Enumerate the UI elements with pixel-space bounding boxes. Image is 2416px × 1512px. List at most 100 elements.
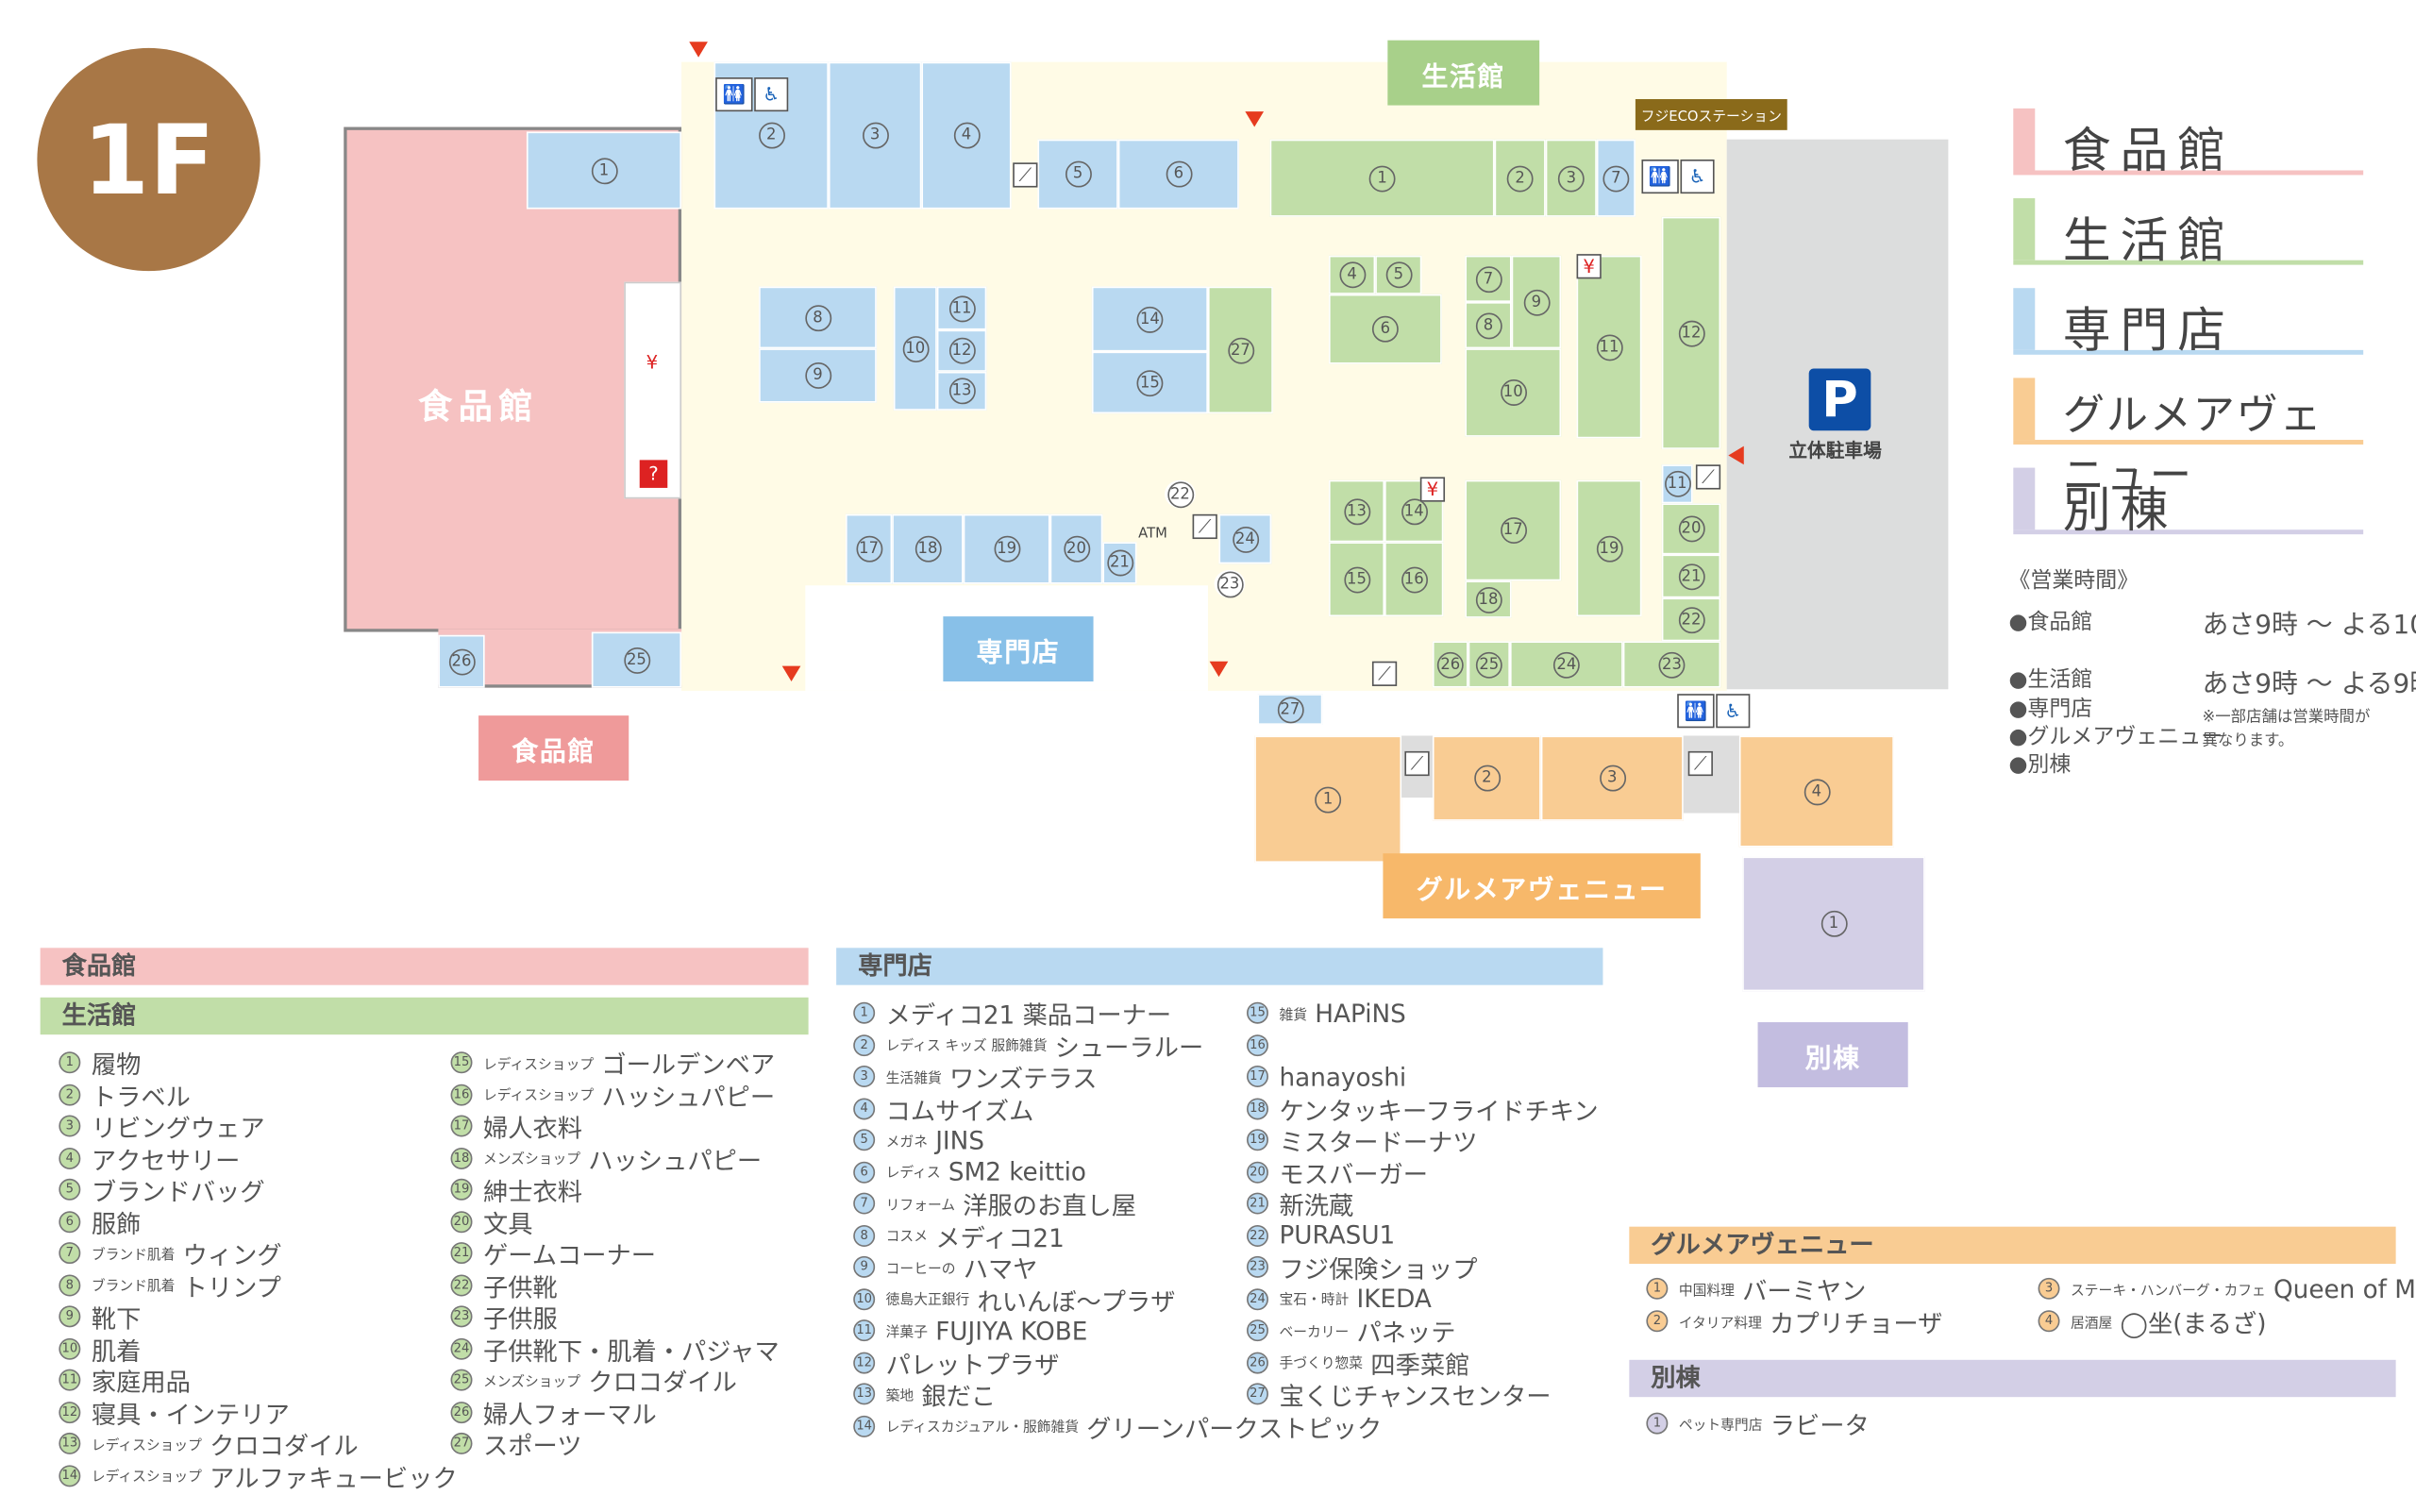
store-number: 2 — [1473, 764, 1501, 792]
spec-store-block[interactable]: 4 — [921, 61, 1012, 210]
spec-store-block[interactable]: 9 — [759, 348, 877, 403]
spec-store-block[interactable]: 20 — [1049, 513, 1103, 584]
number-circle-icon: 1 — [853, 1001, 876, 1024]
entrance-marker-icon — [1245, 111, 1265, 127]
life-store-block[interactable]: 24 — [1509, 641, 1623, 688]
life-store-block[interactable]: 4 — [1328, 255, 1376, 294]
floor-badge: 1F — [37, 47, 260, 272]
life-store-block[interactable]: 26 — [1432, 641, 1468, 688]
spec-store-block[interactable]: 14 — [1091, 286, 1208, 352]
life-store-block[interactable]: 12 — [1661, 216, 1721, 449]
spec-store-block[interactable]: 15 — [1091, 351, 1208, 414]
store-number: 23 — [1658, 651, 1686, 678]
number-circle-icon: 1 — [1646, 1277, 1669, 1300]
life-store-block[interactable]: 15 — [1328, 542, 1385, 617]
spec-store-block[interactable]: 10 — [893, 286, 937, 411]
life-store-block[interactable]: 23 — [1622, 641, 1721, 688]
life-store-block[interactable]: 11 — [1576, 255, 1642, 439]
store-name: 銀だこ — [921, 1381, 997, 1411]
store-name: 家庭用品 — [91, 1368, 191, 1398]
gourmet-store-block[interactable]: 4 — [1738, 735, 1894, 848]
spec-store-block[interactable]: 17 — [845, 513, 893, 584]
life-store-block[interactable]: 14 — [1384, 479, 1444, 543]
life-store-block[interactable]: 3 — [1545, 139, 1597, 217]
store-name: アクセサリー — [91, 1145, 241, 1175]
spec-store-block[interactable]: 7 — [1596, 139, 1636, 217]
spec-store-block[interactable]: 5 — [1037, 139, 1118, 210]
store-name: クロコダイル — [210, 1431, 359, 1461]
gourmet-swatch-icon — [2013, 378, 2036, 441]
store-name: メディコ21 — [935, 1222, 1065, 1252]
number-circle-icon: 4 — [2038, 1310, 2060, 1333]
store-number: 20 — [1678, 515, 1704, 543]
store-number: 27 — [1277, 696, 1303, 723]
life-store-block[interactable]: 13 — [1328, 479, 1385, 543]
life-store-block[interactable]: 25 — [1468, 641, 1510, 688]
life-store-block[interactable]: 8 — [1465, 301, 1512, 349]
store-name: PURASU1 — [1279, 1220, 1396, 1251]
life-store-block[interactable]: 10 — [1465, 348, 1562, 437]
number-circle-icon: 12 — [59, 1401, 81, 1423]
spec-store-block[interactable]: 3 — [828, 61, 922, 210]
store-number: 27 — [1227, 336, 1254, 363]
spec-store-block[interactable]: 25 — [591, 631, 682, 688]
spec-store-block[interactable]: 13 — [936, 371, 987, 411]
life-store-block[interactable]: 22 — [1661, 597, 1721, 642]
spec-store-block[interactable]: 1 — [526, 131, 682, 210]
life-store-block[interactable]: 17 — [1465, 479, 1562, 581]
life-store-block[interactable]: 7 — [1465, 255, 1512, 302]
spec-store-block[interactable]: 6 — [1117, 139, 1239, 210]
gourmet-store-block[interactable]: 2 — [1432, 735, 1541, 821]
spec-store-block[interactable]: 18 — [892, 513, 964, 584]
life-store-block[interactable]: 2 — [1494, 139, 1546, 217]
spec-store-block[interactable]: 27 — [1257, 694, 1323, 725]
life-store-block[interactable]: 21 — [1661, 554, 1721, 598]
number-circle-icon: 10 — [59, 1337, 81, 1359]
number-circle-icon: 2 — [1646, 1310, 1669, 1333]
spec-store-block[interactable]: 19 — [963, 513, 1050, 584]
gourmet-store-block[interactable]: 1 — [1254, 735, 1402, 864]
hours-food-time: あさ9時 〜 よる10時 — [2202, 610, 2416, 642]
life-store-block[interactable]: 20 — [1661, 503, 1721, 555]
gourmet-tag: グルメアヴェニュー — [1383, 853, 1701, 919]
store-category: ベーカリー — [1279, 1324, 1350, 1341]
spec-store-block[interactable]: 24 — [1218, 513, 1272, 564]
life-store-block[interactable]: 5 — [1375, 255, 1422, 294]
life-store-block[interactable]: 27 — [1207, 286, 1273, 414]
spec-store-block[interactable]: 26 — [438, 634, 485, 688]
number-circle-icon: 21 — [450, 1242, 473, 1265]
spec-store-block[interactable]: 12 — [936, 329, 987, 372]
gourmet-store-block[interactable]: 3 — [1540, 735, 1684, 821]
spec-store-block[interactable]: 11 — [936, 286, 987, 330]
store-category: 宝石・時計 — [1279, 1293, 1350, 1309]
life-store-block[interactable]: 16 — [1384, 542, 1444, 617]
spec-store-block: 22 — [1165, 479, 1196, 509]
number-circle-icon: 27 — [1247, 1383, 1268, 1405]
life-store-block[interactable]: 6 — [1328, 294, 1442, 364]
annex-store-block[interactable]: 1 — [1742, 856, 1925, 992]
spec-store-block[interactable]: 21 — [1102, 542, 1137, 584]
store-name: ワンズテラス — [948, 1064, 1098, 1094]
hours-other-time: あさ9時 〜 よる9時 — [2202, 668, 2416, 700]
spec-store-block[interactable]: 8 — [759, 286, 877, 349]
life-store-block[interactable]: 9 — [1511, 255, 1562, 349]
life-store-block[interactable]: 19 — [1576, 479, 1642, 617]
store-number: 4 — [953, 122, 980, 149]
store-name: 洋服のお直し屋 — [963, 1190, 1137, 1221]
life-store-block[interactable]: 18 — [1465, 580, 1512, 618]
escalator-icon: ⟋ — [1013, 162, 1038, 188]
number-circle-icon: 11 — [59, 1369, 81, 1391]
spec-store-block[interactable]: 11 — [1661, 464, 1693, 504]
number-circle-icon: 15 — [1247, 1001, 1268, 1024]
life-store-block[interactable]: 1 — [1269, 139, 1495, 217]
atm-label: ATM — [1138, 526, 1167, 543]
